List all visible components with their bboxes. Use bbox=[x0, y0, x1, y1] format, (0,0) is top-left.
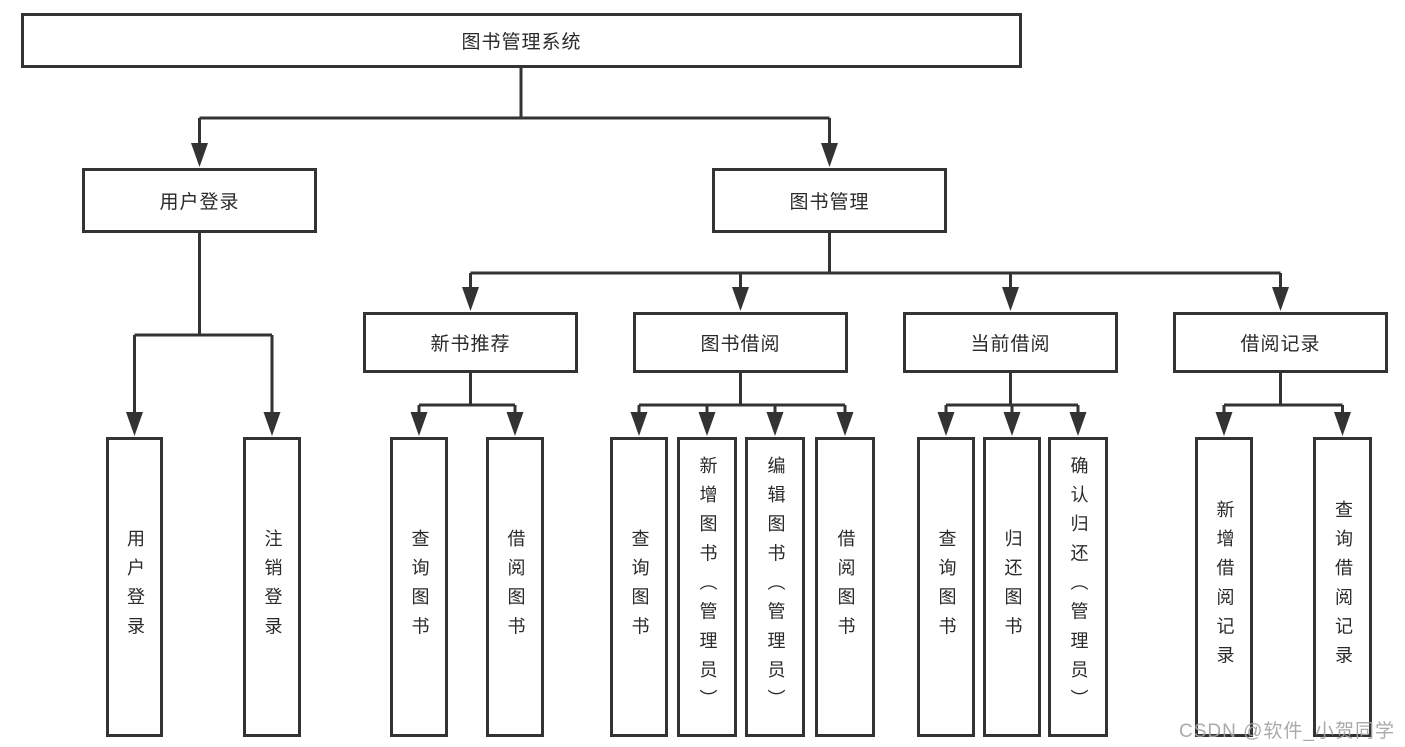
node-new-book-recommend-label: 新书推荐 bbox=[430, 334, 511, 355]
leaf-logout-label: 注销登录 bbox=[262, 528, 283, 646]
node-book-borrowing-label: 图书借阅 bbox=[700, 334, 781, 355]
leaf-edit-book-admin: 编辑图书（管理员） bbox=[745, 437, 805, 737]
node-new-book-recommend: 新书推荐 bbox=[363, 312, 578, 373]
leaf-confirm-return-admin-label: 确认归还（管理员） bbox=[1068, 455, 1089, 719]
node-book-management-label: 图书管理 bbox=[789, 192, 870, 213]
leaf-borrow-books-recommend-label: 借阅图书 bbox=[505, 528, 526, 646]
leaf-borrow-books-borrowing: 借阅图书 bbox=[815, 437, 875, 737]
leaf-query-books-current-label: 查询图书 bbox=[936, 528, 957, 646]
leaf-edit-book-admin-label: 编辑图书（管理员） bbox=[765, 455, 786, 719]
leaf-query-books-borrowing-label: 查询图书 bbox=[629, 528, 650, 646]
node-library-system: 图书管理系统 bbox=[21, 13, 1022, 68]
leaf-logout: 注销登录 bbox=[243, 437, 301, 737]
leaf-query-books-current: 查询图书 bbox=[917, 437, 975, 737]
leaf-return-books-label: 归还图书 bbox=[1002, 528, 1023, 646]
node-borrowing-records: 借阅记录 bbox=[1173, 312, 1388, 373]
leaf-add-borrow-record-label: 新增借阅记录 bbox=[1214, 499, 1235, 675]
leaf-add-borrow-record: 新增借阅记录 bbox=[1195, 437, 1253, 737]
node-user-login-label: 用户登录 bbox=[159, 192, 240, 213]
node-book-borrowing: 图书借阅 bbox=[633, 312, 848, 373]
leaf-query-borrow-record: 查询借阅记录 bbox=[1313, 437, 1372, 737]
node-current-borrowing: 当前借阅 bbox=[903, 312, 1118, 373]
node-borrowing-records-label: 借阅记录 bbox=[1240, 334, 1321, 355]
leaf-borrow-books-recommend: 借阅图书 bbox=[486, 437, 544, 737]
csdn-watermark: CSDN @软件_小贺同学 bbox=[1179, 721, 1395, 742]
node-library-system-label: 图书管理系统 bbox=[461, 32, 582, 53]
node-current-borrowing-label: 当前借阅 bbox=[970, 334, 1051, 355]
arrowheads bbox=[126, 143, 1351, 436]
leaf-query-books-recommend-label: 查询图书 bbox=[409, 528, 430, 646]
leaf-add-book-admin: 新增图书（管理员） bbox=[677, 437, 737, 737]
leaf-confirm-return-admin: 确认归还（管理员） bbox=[1048, 437, 1108, 737]
leaf-query-borrow-record-label: 查询借阅记录 bbox=[1332, 499, 1353, 675]
node-book-management: 图书管理 bbox=[712, 168, 947, 233]
leaf-borrow-books-borrowing-label: 借阅图书 bbox=[835, 528, 856, 646]
leaf-query-books-recommend: 查询图书 bbox=[390, 437, 448, 737]
leaf-return-books: 归还图书 bbox=[983, 437, 1041, 737]
leaf-add-book-admin-label: 新增图书（管理员） bbox=[697, 455, 718, 719]
node-user-login: 用户登录 bbox=[82, 168, 317, 233]
leaf-user-login: 用户登录 bbox=[106, 437, 163, 737]
leaf-user-login-label: 用户登录 bbox=[124, 528, 145, 646]
leaf-query-books-borrowing: 查询图书 bbox=[610, 437, 668, 737]
